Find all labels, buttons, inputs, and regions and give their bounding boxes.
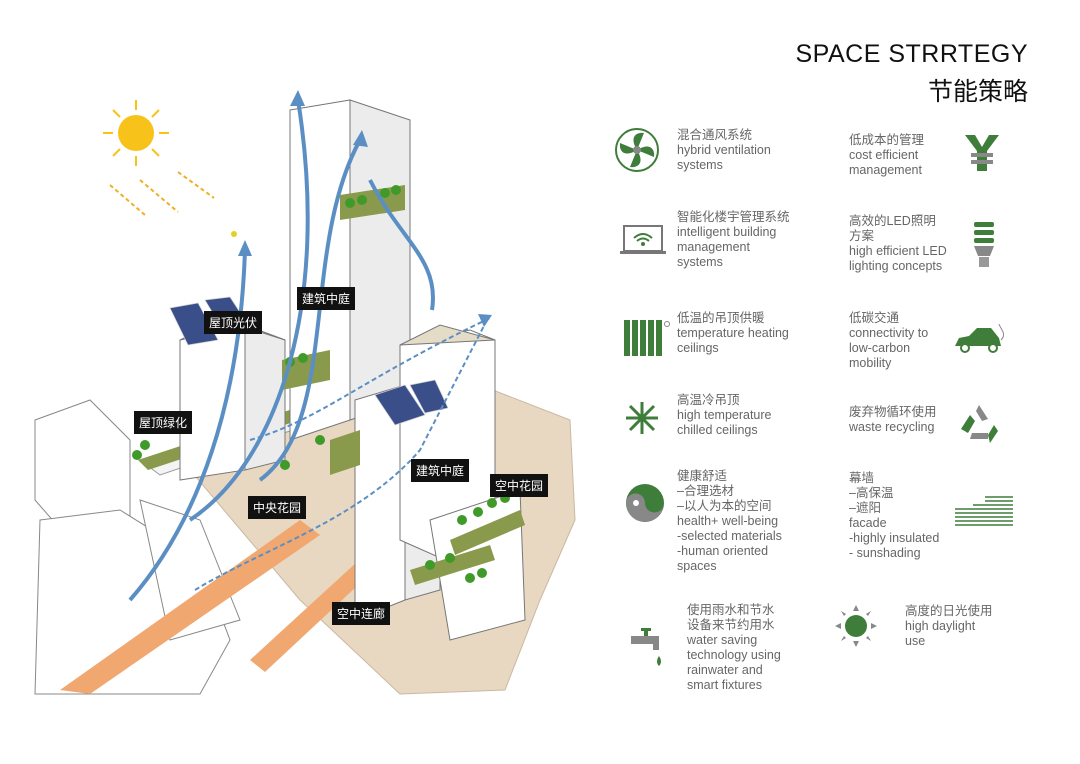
strategy-text-line: cost efficient — [849, 148, 919, 162]
lightbulb-icon — [974, 222, 994, 267]
strategy-text-line: 混合通风系统 — [677, 128, 753, 142]
strategy-text-line: 低碳交通 — [849, 311, 900, 325]
strategy-text-line: systems — [677, 158, 723, 172]
label-roof-green: 屋顶绿化 — [134, 411, 193, 434]
strategy-text-line: management — [677, 240, 750, 254]
strategy-text-line: systems — [677, 255, 723, 269]
label-atrium-1: 建筑中庭 — [297, 287, 356, 310]
strategy-text-line: 废弃物循环使用 — [849, 405, 937, 419]
strategy-text-line: water saving — [687, 633, 758, 647]
airflow-arrows — [128, 99, 436, 602]
radiator-icon — [624, 320, 670, 356]
strategy-text-line: 高效的LED照明 — [849, 214, 936, 228]
strategy-text-line: use — [905, 634, 926, 648]
strategy-text-line: smart fixtures — [687, 678, 763, 692]
strategy-text-line: connectivity to — [849, 326, 929, 340]
title-chinese: 节能策略 — [927, 78, 1028, 106]
trees — [132, 185, 510, 583]
strategy-text-line: –以人为本的空间 — [677, 499, 772, 513]
facade-icon — [955, 496, 1013, 526]
snowflake-icon — [626, 402, 658, 434]
strategy-text-line: waste recycling — [849, 420, 935, 434]
title-english: SPACE STRRTEGY — [795, 40, 1028, 68]
label-sky-garden: 空中花园 — [490, 474, 549, 497]
strategy-text-line: -highly insulated — [849, 531, 940, 545]
label-roof-pv: 屋顶光伏 — [204, 311, 263, 334]
strategy-text-line: spaces — [677, 559, 717, 573]
strategy-text-line: 高度的日光使用 — [905, 604, 993, 618]
strategy-text-line: 高温冷吊顶 — [677, 393, 740, 407]
strategy-text-line: low-carbon — [849, 341, 911, 355]
bridge-2 — [250, 550, 385, 672]
strategy-text-line: high daylight — [905, 619, 976, 633]
strategy-text-line: rainwater and — [687, 663, 763, 677]
laptop-wifi-icon — [620, 225, 666, 254]
strategy-text-line: lighting concepts — [849, 259, 943, 273]
strategy-text-line: health+ well-being — [677, 514, 779, 528]
strategy-text-line: 设备来节约用水 — [687, 618, 775, 632]
label-central-garden: 中央花园 — [248, 496, 307, 519]
strategy-text-line: - sunshading — [849, 546, 921, 560]
strategy-text-line: 使用雨水和节水 — [687, 603, 775, 617]
strategy-text-line: mobility — [849, 356, 892, 370]
strategy-text-line: –高保温 — [849, 486, 894, 500]
strategy-text-line: temperature heating — [677, 326, 789, 340]
sun-icon — [835, 605, 877, 647]
strategy-text-line: 低温的吊顶供暖 — [677, 311, 765, 325]
bridge-1 — [60, 520, 320, 694]
strategy-text-line: hybrid ventilation — [677, 143, 771, 157]
label-sky-bridge: 空中连廊 — [332, 602, 391, 625]
strategy-text-line: -selected materials — [677, 529, 782, 543]
strategy-text-line: 低成本的管理 — [849, 133, 925, 147]
strategy-text-line: facade — [849, 516, 887, 530]
electric-car-icon — [955, 323, 1005, 353]
strategy-text-line: technology using — [687, 648, 781, 662]
label-atrium-2: 建筑中庭 — [411, 459, 470, 482]
yin-yang-icon — [626, 484, 664, 522]
recycle-icon — [961, 405, 998, 443]
strategy-text-line: 健康舒适 — [677, 469, 728, 483]
strategy-text-line: 智能化楼宇管理系统 — [677, 210, 790, 224]
strategy-text-line: 幕墙 — [849, 471, 875, 485]
strategy-text-line: intelligent building — [677, 225, 777, 239]
strategy-text-line: 方案 — [849, 229, 875, 243]
water-tap-icon — [631, 628, 661, 666]
strategy-text-line: chilled ceilings — [677, 423, 758, 437]
building-diagram — [34, 90, 576, 695]
fan-icon — [615, 128, 659, 172]
strategy-text-line: ceilings — [677, 341, 719, 355]
strategy-text-line: management — [849, 163, 922, 177]
yen-icon — [965, 135, 999, 171]
strategy-text-line: high efficient LED — [849, 244, 947, 258]
strategy-text-line: –合理选材 — [677, 484, 734, 498]
strategy-text-line: –遮阳 — [849, 501, 881, 515]
strategy-text-line: -human oriented — [677, 544, 769, 558]
strategy-text-line: high temperature — [677, 408, 772, 422]
sun-illustration — [103, 100, 237, 237]
